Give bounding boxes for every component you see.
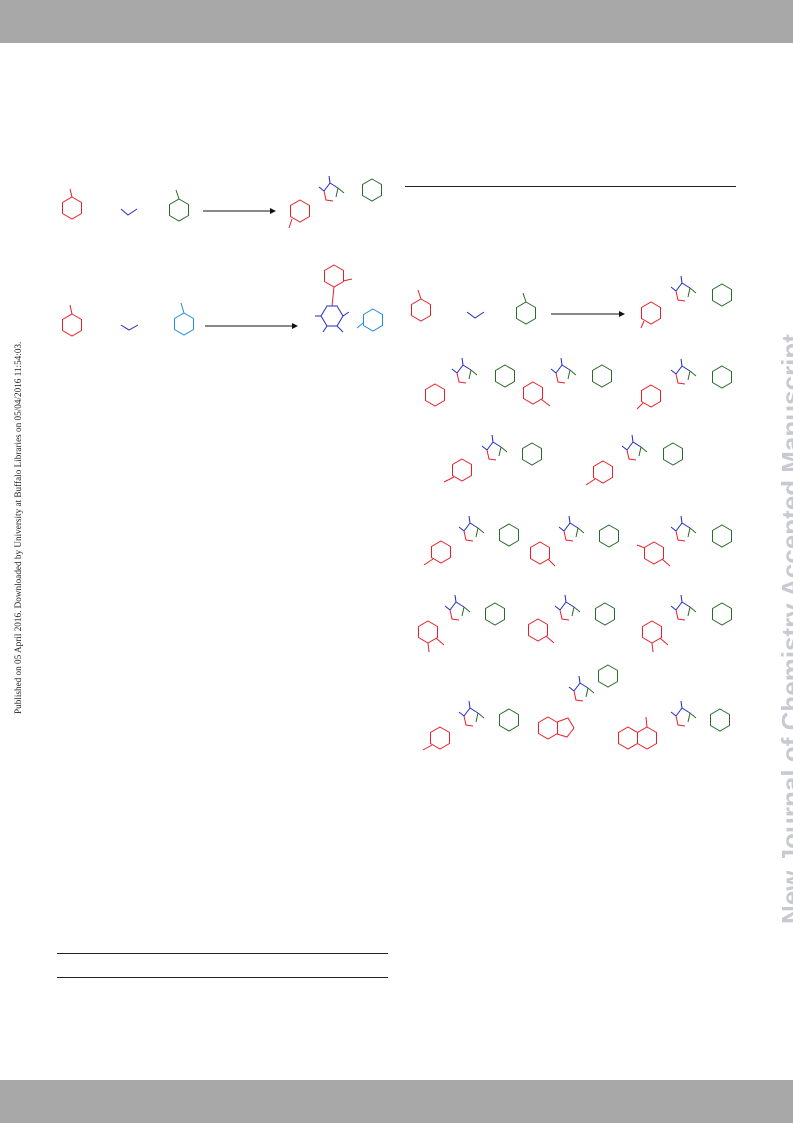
linker-fragment-2: [120, 324, 139, 331]
scheme-1: [62, 175, 382, 229]
table-product-aryl: [641, 301, 661, 325]
product-1: [425, 357, 515, 407]
product-core-2: [320, 305, 344, 327]
bottom-left-rule-1: [57, 953, 388, 954]
product-7: [530, 515, 619, 567]
product-8: [636, 515, 732, 567]
product-4: [443, 434, 542, 483]
product-9: [418, 594, 505, 653]
product-12: [422, 700, 519, 751]
top-right-rule: [405, 186, 736, 187]
product-aryl-ring: [290, 199, 310, 223]
product-pyridyl-ring: [363, 308, 383, 332]
table-product-core: [670, 275, 697, 302]
scheme-2: [62, 264, 383, 337]
product-14: [618, 700, 730, 750]
table-product-phenyl: [712, 283, 732, 307]
table-reaction-header: [411, 275, 732, 329]
product-3: [636, 358, 732, 410]
product-11: [642, 594, 732, 653]
product-pyrazole-core: [318, 175, 345, 202]
product-2: [523, 357, 612, 407]
table-phenyl-reactant: [516, 301, 536, 325]
product-aryl-ring-2: [324, 264, 344, 288]
linker-fragment: [120, 208, 138, 216]
product-6: [423, 515, 519, 566]
product-phenyl-ring: [362, 178, 382, 202]
bottom-band: [0, 1080, 793, 1123]
table-aryl-reactant: [411, 298, 431, 322]
top-band: [0, 0, 793, 43]
aryl-reactant-ring-2: [62, 313, 82, 337]
product-13: [538, 664, 618, 740]
aryl-reactant-ring: [62, 196, 82, 220]
table-linker: [466, 311, 485, 319]
pyridyl-reactant-ring: [174, 312, 194, 336]
product-10: [528, 594, 615, 644]
bottom-left-rule-2: [57, 977, 388, 978]
product-5: [585, 434, 683, 486]
phenyl-reactant-ring: [169, 198, 189, 222]
